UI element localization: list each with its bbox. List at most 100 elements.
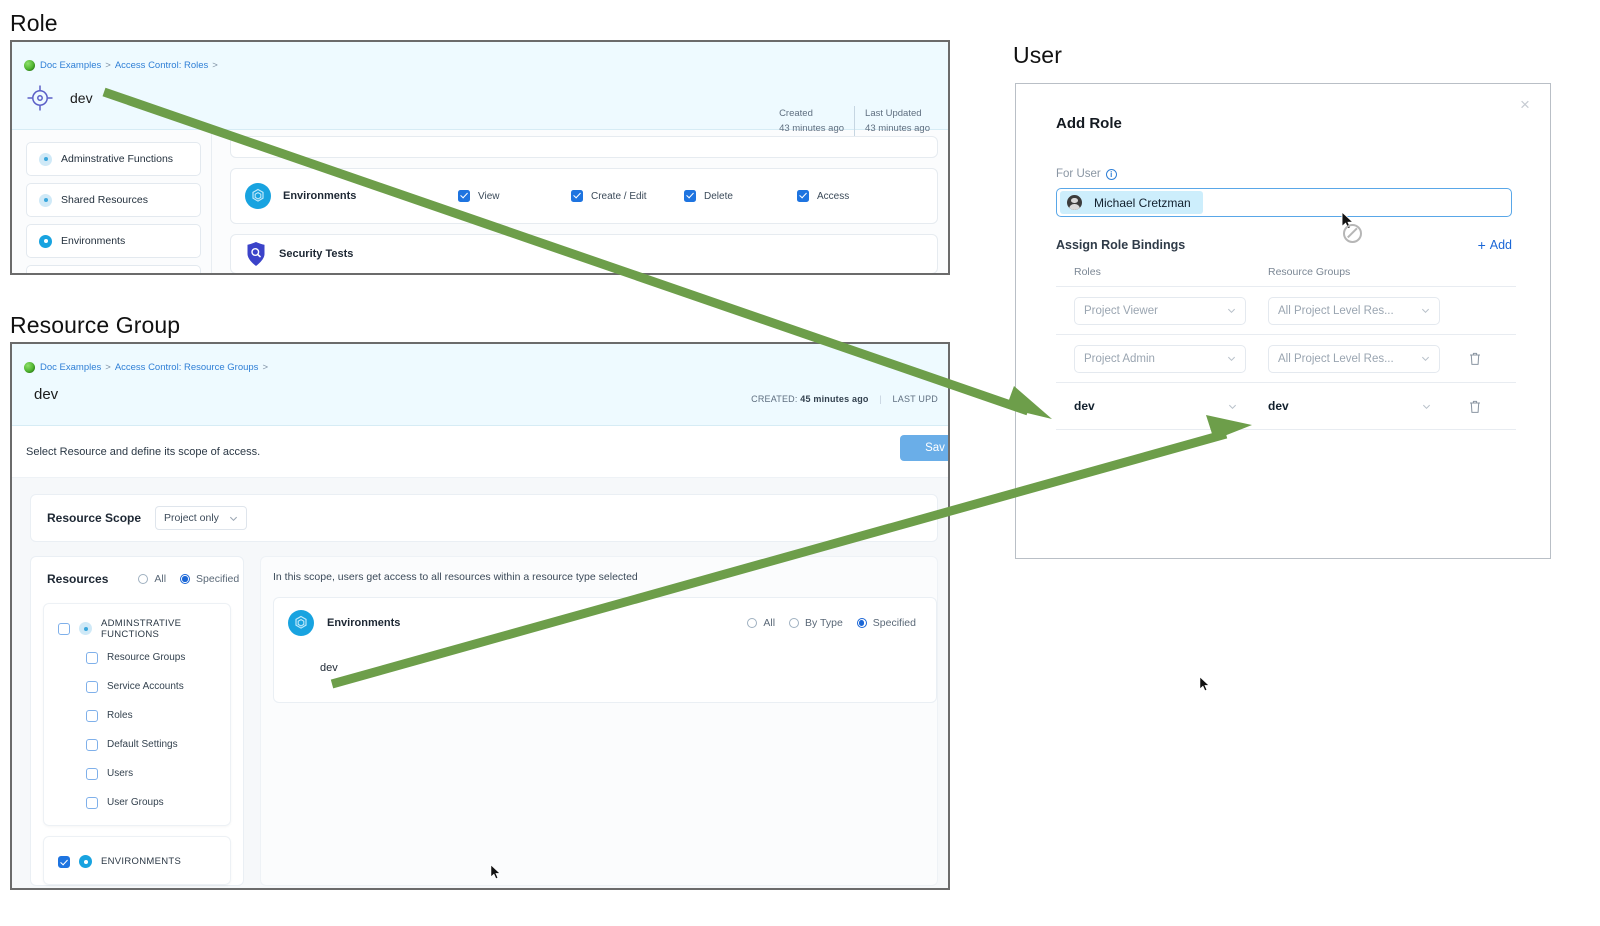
radio-icon (138, 574, 149, 584)
user-chip[interactable]: Michael Cretzman (1060, 191, 1203, 214)
scope-radio-all[interactable]: All (747, 617, 775, 629)
tree-child-label: Users (107, 768, 134, 779)
permission-row-name: Security Tests (279, 248, 354, 260)
resources-label: Resources (47, 572, 109, 586)
meta-created-value: 43 minutes ago (779, 123, 845, 134)
chevron-down-icon (1421, 356, 1430, 362)
resource-scope-label: Resource Scope (47, 511, 142, 525)
resource-group-select-row-1[interactable]: All Project Level Res... (1268, 296, 1440, 325)
checkbox-checked-icon[interactable] (58, 855, 70, 868)
chevron-down-icon (1227, 308, 1236, 314)
role-category-label: Environments (61, 235, 126, 247)
breadcrumb-separator-end: > (212, 60, 218, 71)
assign-role-bindings-title: Assign Role Bindings (1056, 238, 1186, 252)
checkbox-icon[interactable] (86, 796, 98, 809)
tree-group-label: ADMINSTRATIVE FUNCTIONS (101, 617, 182, 640)
table-row: dev dev (1056, 382, 1516, 430)
role-category-partial[interactable] (26, 265, 201, 273)
chevron-down-icon (1422, 404, 1431, 409)
checkbox-icon[interactable] (58, 622, 70, 635)
delete-row-icon[interactable] (1468, 351, 1482, 366)
table-header: Roles Resource Groups (1056, 266, 1516, 286)
meta-divider: | (879, 394, 882, 404)
role-category-list: Adminstrative Functions Shared Resources… (12, 130, 212, 273)
resources-radio-all[interactable]: All (138, 573, 166, 585)
role-category-adminstrative-functions[interactable]: Adminstrative Functions (26, 142, 201, 176)
tree-row[interactable]: Resource Groups (44, 643, 230, 672)
tree-row[interactable]: ENVIRONMENTS (44, 847, 230, 876)
checkbox-checked-icon (571, 190, 583, 202)
resource-group-select-dev[interactable]: dev (1268, 399, 1440, 413)
for-user-label: For User i (1056, 168, 1117, 180)
caption-role: Role (10, 10, 58, 36)
scope-radio-by-type-label: By Type (805, 617, 843, 629)
green-globe-icon (24, 60, 35, 71)
checkbox-icon[interactable] (86, 651, 98, 664)
role-value: dev (1074, 399, 1095, 413)
chevron-down-icon (230, 516, 238, 521)
role-select-project-viewer[interactable]: Project Viewer (1074, 296, 1246, 325)
permission-check-label: Delete (704, 190, 733, 202)
resource-group-meta: CREATED: 45 minutes ago | LAST UPD (751, 394, 938, 404)
table-row: Project Viewer All Project Level Res... (1056, 286, 1516, 334)
permission-check-delete[interactable]: Delete (684, 190, 797, 202)
resource-scope-select[interactable]: Project only (155, 506, 248, 530)
radio-icon (789, 618, 800, 628)
role-permissions: Environments View Create / Edit Delet (212, 130, 948, 273)
plus-icon: + (1477, 237, 1486, 253)
role-select-project-admin[interactable]: Project Admin (1074, 344, 1246, 373)
role-category-label: Adminstrative Functions (61, 153, 174, 165)
role-select-dev[interactable]: dev (1074, 399, 1246, 413)
breadcrumb-item-access-control-resource-groups[interactable]: Access Control: Resource Groups (114, 362, 259, 373)
dialog-title: Add Role (1056, 115, 1122, 132)
role-meta: Created 43 minutes ago Last Updated 43 m… (769, 106, 940, 136)
resource-group-value: All Project Level Res... (1278, 352, 1394, 365)
permission-checkbox-group: View Create / Edit Delete Access (458, 190, 937, 202)
role-category-shared-resources[interactable]: Shared Resources (26, 183, 201, 217)
environments-hex-icon (288, 610, 314, 636)
permission-check-access[interactable]: Access (797, 190, 910, 202)
add-binding-button[interactable]: + Add (1478, 237, 1512, 253)
breadcrumb-separator: > (105, 362, 111, 373)
close-icon[interactable]: × (1520, 95, 1530, 114)
role-title-row: dev (26, 84, 93, 112)
tree-row[interactable]: ADMINSTRATIVE FUNCTIONS (44, 614, 230, 643)
tree-row[interactable]: Service Accounts (44, 672, 230, 701)
permission-check-create-edit[interactable]: Create / Edit (571, 190, 684, 202)
resource-group-title: dev (34, 386, 59, 403)
role-category-environments[interactable]: Environments (26, 224, 201, 258)
page-title: dev (70, 90, 93, 106)
breadcrumb-item-doc-examples[interactable]: Doc Examples (40, 362, 102, 373)
avatar (1067, 195, 1082, 210)
user-select-input[interactable]: Michael Cretzman (1056, 188, 1512, 217)
resource-group-select-row-2[interactable]: All Project Level Res... (1268, 344, 1440, 373)
resource-group-hint: Select Resource and define its scope of … (26, 445, 261, 458)
breadcrumb-item-access-control-roles[interactable]: Access Control: Roles (114, 60, 209, 71)
resources-header: Resources All Specified (31, 557, 243, 601)
tree-child-label: Service Accounts (107, 681, 184, 692)
permission-check-view[interactable]: View (458, 190, 571, 202)
scope-detail-hint: In this scope, users get access to all r… (273, 571, 638, 583)
tree-row[interactable]: Users (44, 759, 230, 788)
scope-radio-specified[interactable]: Specified (856, 617, 916, 629)
checkbox-icon[interactable] (86, 738, 98, 751)
chevron-down-icon (1421, 308, 1430, 314)
tree-group-label: ENVIRONMENTS (101, 856, 182, 867)
checkbox-icon[interactable] (86, 767, 98, 780)
scope-radio-by-type[interactable]: By Type (789, 617, 843, 629)
breadcrumb-item-doc-examples[interactable]: Doc Examples (40, 60, 102, 71)
resources-radio-specified[interactable]: Specified (180, 573, 239, 585)
info-icon[interactable]: i (1105, 168, 1117, 180)
save-button[interactable]: Sav (900, 435, 948, 461)
resource-group-value: dev (1268, 399, 1289, 413)
tree-row[interactable]: User Groups (44, 788, 230, 817)
checkbox-icon[interactable] (86, 709, 98, 722)
breadcrumb: Doc Examples > Access Control: Roles > (24, 60, 222, 71)
checkbox-checked-icon (684, 190, 696, 202)
tree-row[interactable]: Default Settings (44, 730, 230, 759)
scope-radio-all-label: All (763, 617, 776, 629)
tree-row[interactable]: Roles (44, 701, 230, 730)
delete-row-icon[interactable] (1468, 399, 1482, 414)
resource-group-value: All Project Level Res... (1278, 304, 1394, 317)
checkbox-icon[interactable] (86, 680, 98, 693)
